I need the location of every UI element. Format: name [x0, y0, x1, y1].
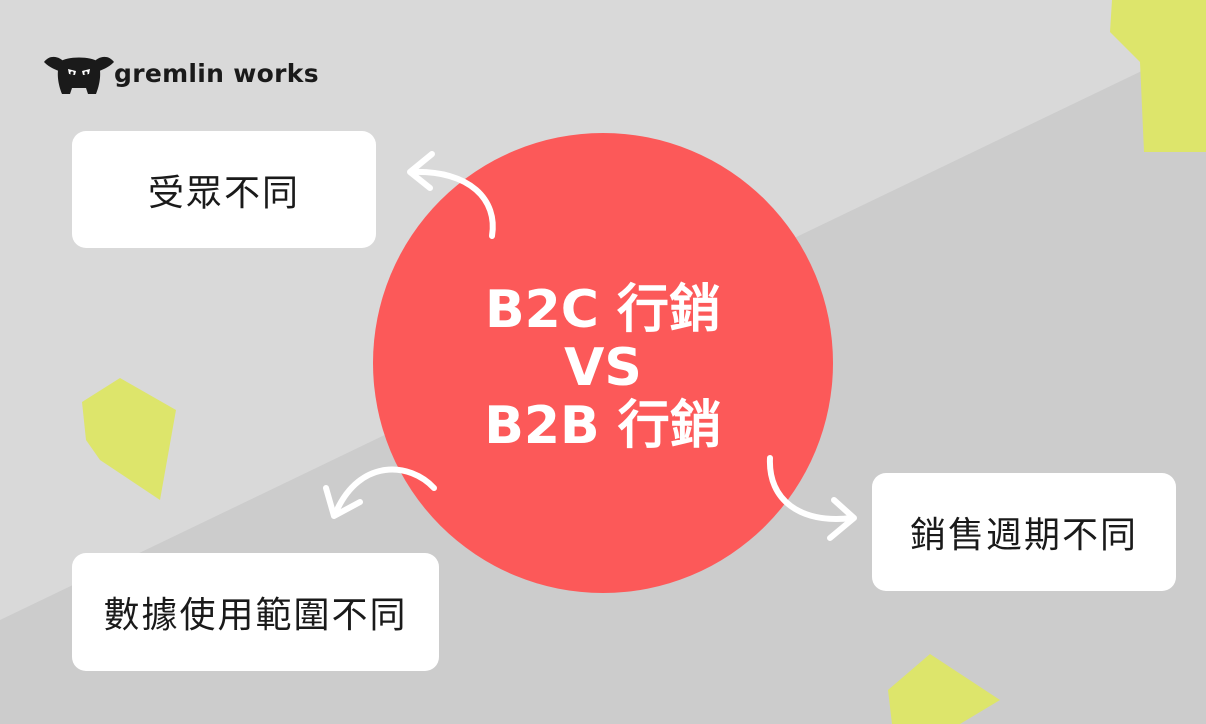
- center-circle: B2C 行銷 VS B2B 行銷: [373, 133, 833, 593]
- gremlin-mascot-icon: [44, 56, 114, 94]
- node-audience-label: 受眾不同: [147, 172, 300, 214]
- node-sales-cycle: 銷售週期不同: [872, 473, 1176, 591]
- center-title-line-2: VS: [564, 338, 642, 398]
- node-sales-cycle-label: 銷售週期不同: [909, 515, 1138, 556]
- node-data-usage: 數據使用範圍不同: [72, 553, 439, 671]
- yellow-shape-bottom: [888, 654, 1000, 724]
- center-title-line-3: B2B 行銷: [484, 396, 722, 456]
- node-audience: 受眾不同: [72, 131, 376, 248]
- brand-logo[interactable]: gremlin works: [42, 50, 319, 96]
- center-title-line-1: B2C 行銷: [484, 280, 722, 340]
- yellow-shape-top-right: [1110, 0, 1206, 152]
- node-data-usage-label: 數據使用範圍不同: [103, 595, 408, 636]
- yellow-shape-left: [82, 378, 176, 500]
- brand-name: gremlin works: [114, 58, 319, 88]
